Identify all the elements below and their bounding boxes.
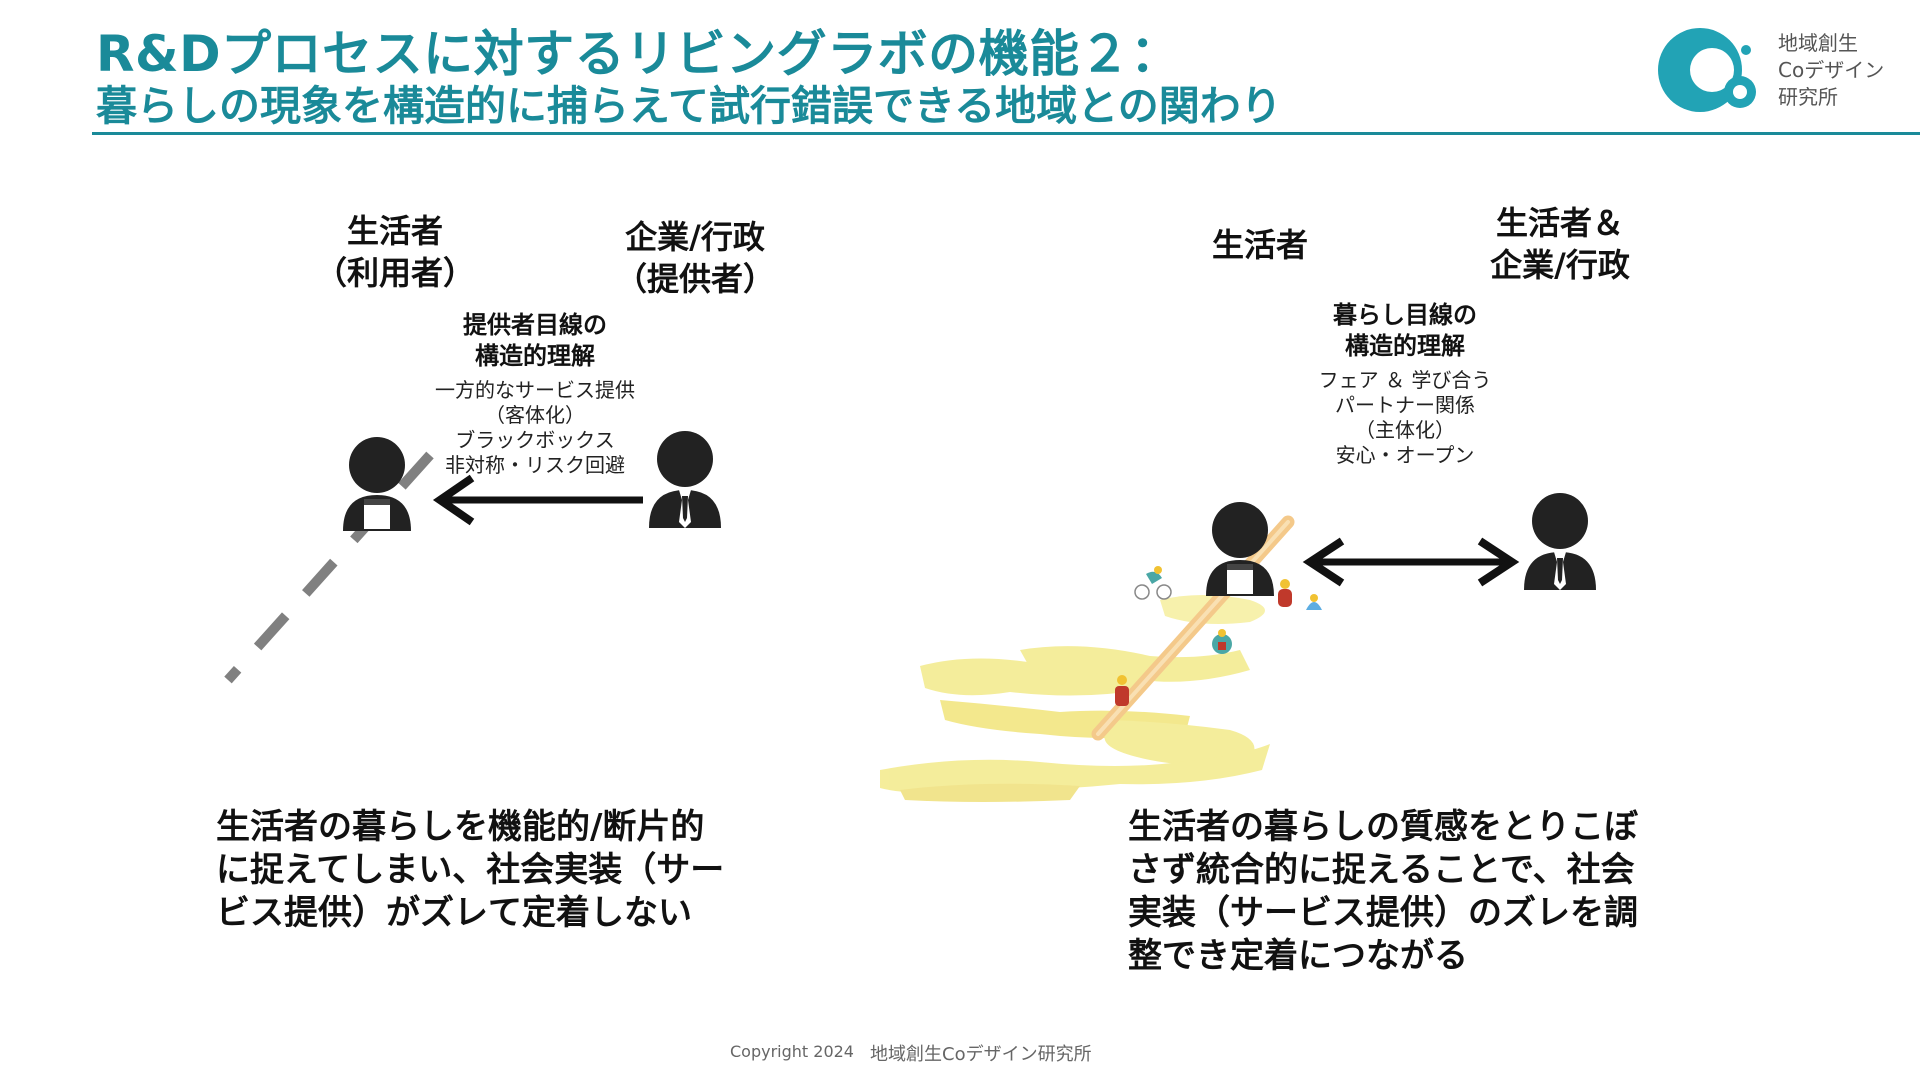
slide-title-line2: 暮らしの現象を構造的に捕らえて試行錯誤できる地域との関わり bbox=[96, 82, 1282, 130]
logo-text-line2: Coデザイン bbox=[1778, 58, 1885, 82]
actor-partners-line2: 企業/行政 bbox=[1490, 246, 1630, 284]
living-note-2: パートナー関係 bbox=[1335, 393, 1475, 417]
dashed-divider-line bbox=[224, 451, 434, 684]
right-caption-line1: 生活者の暮らしの質感をとりこぼ bbox=[1128, 807, 1638, 847]
left-caption-line3: ビス提供）がズレて定着しない bbox=[216, 893, 692, 933]
actor-label-user: 生活者 （利用者） bbox=[300, 210, 490, 294]
title-underline bbox=[92, 132, 1920, 135]
left-caption-line2: に捉えてしまい、社会実装（サー bbox=[216, 850, 725, 890]
provider-perspective-block: 提供者目線の 構造的理解 一方的なサービス提供 （客体化） ブラックボックス 非… bbox=[400, 310, 670, 478]
actor-label-provider: 企業/行政 （提供者） bbox=[590, 216, 800, 300]
double-arrow-icon bbox=[1302, 537, 1520, 587]
landscape-illustration bbox=[880, 595, 1270, 802]
logo-text-line3: 研究所 bbox=[1778, 85, 1838, 109]
resident-figure-icon bbox=[1306, 594, 1322, 610]
right-caption: 生活者の暮らしの質感をとりこぼ さず統合的に捉えることで、社会 実装（サービス提… bbox=[1128, 806, 1638, 978]
left-caption: 生活者の暮らしを機能的/断片的 に捉えてしまい、社会実装（サー ビス提供）がズレ… bbox=[216, 806, 724, 935]
living-note-4: 安心・オープン bbox=[1335, 443, 1475, 467]
provider-note-2: （客体化） bbox=[485, 403, 585, 427]
provider-note-3: ブラックボックス bbox=[455, 428, 615, 452]
living-heading-line1: 暮らし目線の bbox=[1333, 301, 1477, 329]
cyclist-icon bbox=[1134, 566, 1172, 600]
logo-text: 地域創生 Coデザイン 研究所 bbox=[1778, 30, 1884, 111]
provider-note-4: 非対称・リスク回避 bbox=[445, 453, 625, 477]
resident-figure-icon bbox=[1212, 629, 1232, 654]
arrow-left-icon bbox=[432, 474, 643, 526]
resident-figure-icon bbox=[1278, 579, 1292, 607]
living-note-1: フェア ＆ 学び合う bbox=[1318, 368, 1492, 392]
partner-person-icon bbox=[1524, 493, 1596, 590]
living-note-3: （主体化） bbox=[1355, 418, 1455, 442]
provider-heading-line1: 提供者目線の bbox=[463, 311, 607, 339]
right-caption-line4: 整でき定着につながる bbox=[1128, 936, 1468, 976]
actor-user-line2: （利用者） bbox=[314, 254, 475, 292]
footer-copyright: Copyright 2024 bbox=[730, 1042, 854, 1061]
living-heading-line2: 構造的理解 bbox=[1345, 332, 1465, 360]
right-caption-line3: 実装（サービス提供）のズレを調 bbox=[1128, 893, 1638, 933]
actor-label-resident: 生活者 bbox=[1211, 226, 1308, 264]
logo-mark-icon bbox=[1658, 28, 1756, 112]
actor-provider-line1: 企業/行政 bbox=[625, 218, 765, 256]
actor-label-partners: 生活者＆ 企業/行政 bbox=[1460, 202, 1660, 286]
road-path bbox=[1091, 515, 1295, 741]
footer-org: 地域創生Coデザイン研究所 bbox=[870, 1044, 1092, 1065]
left-caption-line1: 生活者の暮らしを機能的/断片的 bbox=[216, 807, 705, 847]
actor-partners-line1: 生活者＆ bbox=[1495, 204, 1624, 242]
slide-title-line1: R&Dプロセスに対するリビングラボの機能２： bbox=[96, 25, 1181, 83]
living-perspective-block: 暮らし目線の 構造的理解 フェア ＆ 学び合う パートナー関係 （主体化） 安心… bbox=[1285, 300, 1525, 468]
provider-note-1: 一方的なサービス提供 bbox=[435, 378, 635, 402]
actor-user-line1: 生活者 bbox=[346, 212, 443, 250]
provider-heading-line2: 構造的理解 bbox=[475, 342, 595, 370]
resident-person-icon bbox=[1206, 502, 1274, 596]
logo-text-line1: 地域創生 bbox=[1778, 31, 1858, 55]
right-caption-line2: さず統合的に捉えることで、社会 bbox=[1128, 850, 1635, 890]
resident-figure-icon bbox=[1115, 675, 1129, 706]
actor-provider-line2: （提供者） bbox=[614, 260, 775, 298]
